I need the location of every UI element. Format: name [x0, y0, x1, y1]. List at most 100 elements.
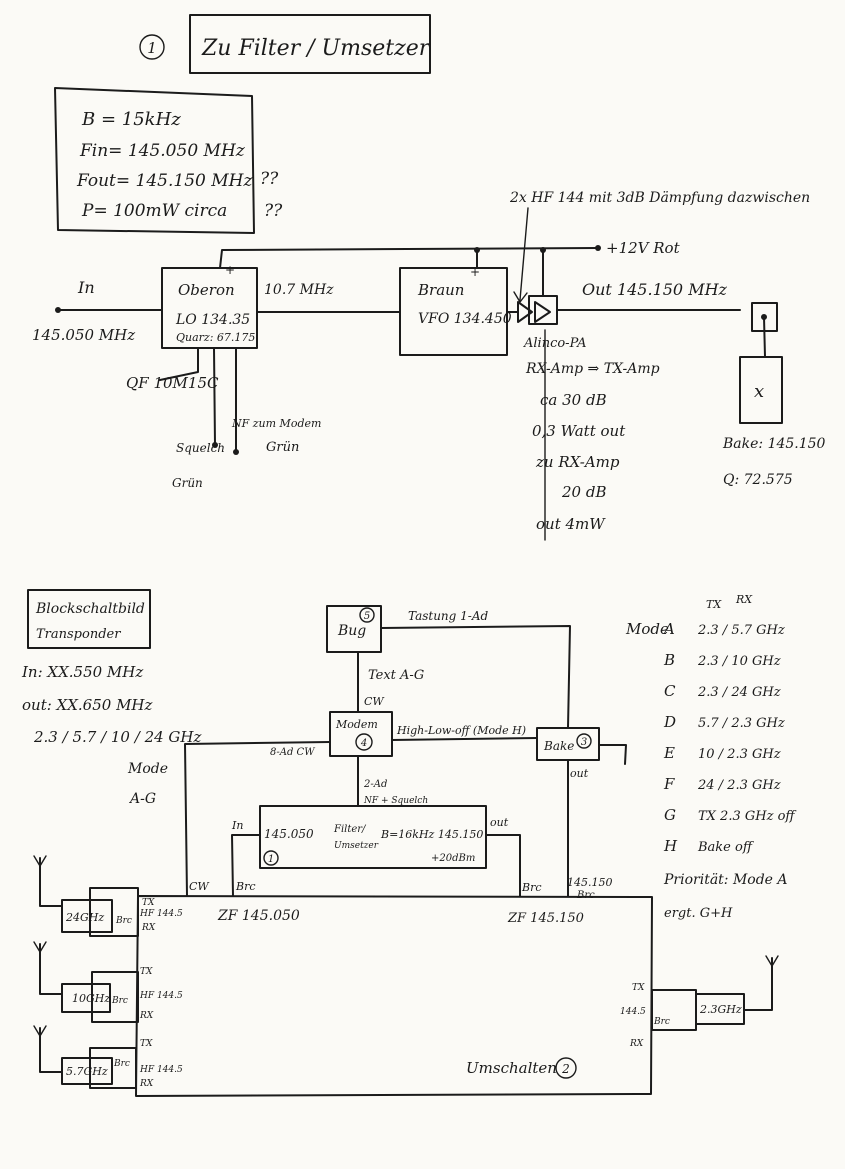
mode-value: 2.3 / 5.7 GHz	[697, 623, 785, 638]
module-rx: RX	[139, 1079, 154, 1089]
umschalten-num: 2	[561, 1062, 570, 1076]
mode-key: D	[663, 713, 676, 731]
module-brc: Brc	[111, 996, 128, 1006]
out-label: Out 145.150 MHz	[582, 280, 728, 299]
amp-note-line: out 4mW	[536, 515, 606, 533]
umschalten-box	[135, 895, 653, 1097]
amp-triangle	[534, 301, 551, 323]
freq-line: out: XX.650 MHz	[22, 696, 153, 714]
ad8-label: 8-Ad CW	[270, 747, 315, 758]
brc-right-label: Brc	[521, 881, 542, 894]
mode-key: E	[663, 744, 675, 762]
module-tx: TX	[142, 898, 155, 908]
antenna	[39, 1027, 63, 1073]
mode-key: A	[662, 620, 675, 638]
filter-out-line	[485, 834, 521, 897]
circle-number: 1	[147, 39, 157, 57]
tastung-line	[380, 625, 571, 729]
bake-label: Bake	[543, 739, 574, 753]
module-5-7ghz: 5.7GHz Brc TX HF 144.5 RX	[33, 1025, 183, 1089]
power-line	[219, 247, 599, 269]
mode-value: 10 / 2.3 GHz	[698, 747, 781, 762]
antenna-head	[33, 855, 47, 868]
filter-num: 1	[268, 854, 274, 865]
bake-label: Q: 72.575	[723, 472, 793, 488]
note-arrowhead	[513, 291, 528, 304]
freq-line: 2.3 / 5.7 / 10 / 24 GHz	[33, 728, 201, 746]
module-label: 24GHz	[65, 911, 104, 924]
antenna-head	[765, 955, 779, 968]
amp-note: 2x HF 144 mit 3dB Dämpfung dazwischen	[509, 190, 810, 206]
qf-line	[159, 347, 199, 381]
module-label: 10GHz	[72, 992, 110, 1005]
modem-label: Modem	[335, 718, 378, 731]
antenna	[39, 943, 63, 995]
filter-fin-label: 145.050	[264, 827, 314, 841]
brc-left-label: Brc	[235, 880, 256, 893]
freq-line: Mode	[127, 761, 168, 777]
mode-key: F	[663, 775, 675, 793]
block-label: Oberon	[178, 281, 235, 299]
module-f: 144.5	[620, 1007, 646, 1017]
mode-key: C	[664, 682, 676, 700]
prio-label: ergt. G+H	[664, 906, 733, 921]
f-right-label: 145.150	[567, 876, 613, 889]
mode-value: 24 / 2.3 GHz	[697, 778, 781, 793]
nf-label: NF zum Modem	[231, 417, 321, 430]
mode-key: H	[663, 837, 678, 855]
block-label: VFO 134.450	[418, 311, 512, 327]
cw-label: CW	[364, 695, 385, 708]
antenna-head	[33, 1025, 47, 1038]
amp-box	[528, 295, 558, 325]
module-24ghz: 24GHz Brc TX HF 144.5 RX	[33, 855, 183, 937]
mode-value: TX 2.3 GHz off	[698, 809, 797, 824]
power-label: +12V Rot	[606, 239, 681, 257]
modem-bake-line	[391, 737, 538, 741]
freq-line: A-G	[128, 791, 156, 807]
oberon-box	[161, 267, 258, 349]
bake-out-line	[598, 744, 627, 765]
module-rx: RX	[629, 1039, 644, 1049]
filter-name: Filter/	[333, 824, 367, 835]
nf-label: Grün	[266, 440, 299, 455]
umschalten-label: Umschalten	[466, 1059, 557, 1077]
module-brc: Brc	[653, 1017, 670, 1027]
tastung-label: Tastung 1-Ad	[408, 609, 489, 623]
module-brc: Brc	[113, 1059, 130, 1069]
module-hf: HF 144.5	[139, 909, 183, 919]
freq-line: In: XX.550 MHz	[21, 663, 143, 681]
spec-box	[54, 87, 255, 234]
amp-note-line: zu RX-Amp	[535, 453, 620, 471]
ad2-label: NF + Squelch	[363, 796, 428, 806]
ad2-label: 2-Ad	[363, 779, 387, 790]
mode-head-tx: TX	[706, 598, 722, 611]
amp-note-line: 20 dB	[561, 483, 606, 501]
spec-line: Fin= 145.050 MHz	[79, 141, 246, 161]
plus-sign: +	[225, 263, 235, 277]
block-diagram-title-box	[27, 589, 151, 649]
mode-value: 2.3 / 24 GHz	[697, 685, 781, 700]
cw-left-label: CW	[189, 880, 210, 893]
modem-num: 4	[360, 738, 367, 749]
in-label: In	[77, 278, 95, 297]
module-tx: TX	[632, 983, 645, 993]
filter-in-label: In	[231, 819, 243, 832]
block-title: Transponder	[36, 627, 121, 642]
note-arrow	[519, 207, 529, 301]
squelch-label: Grün	[172, 476, 203, 490]
module-2-3ghz: 2.3GHz Brc TX 144.5 RX	[620, 955, 779, 1049]
if-label: 10.7 MHz	[264, 282, 334, 298]
module-10ghz: 10GHz Brc TX HF 144.5 RX	[33, 941, 183, 1023]
spec-line: B = 15kHz	[81, 109, 181, 130]
mode-value: 2.3 / 10 GHz	[697, 654, 781, 669]
filter-out-label: out	[490, 816, 509, 829]
squelch-label: Squelch	[176, 441, 225, 455]
high-low-label: High-Low-off (Mode H)	[396, 724, 526, 737]
module-tx: TX	[140, 1039, 153, 1049]
module-rx: RX	[141, 923, 156, 933]
amp-note-line: Alinco-PA	[523, 336, 587, 351]
filter-in-line	[231, 834, 261, 897]
